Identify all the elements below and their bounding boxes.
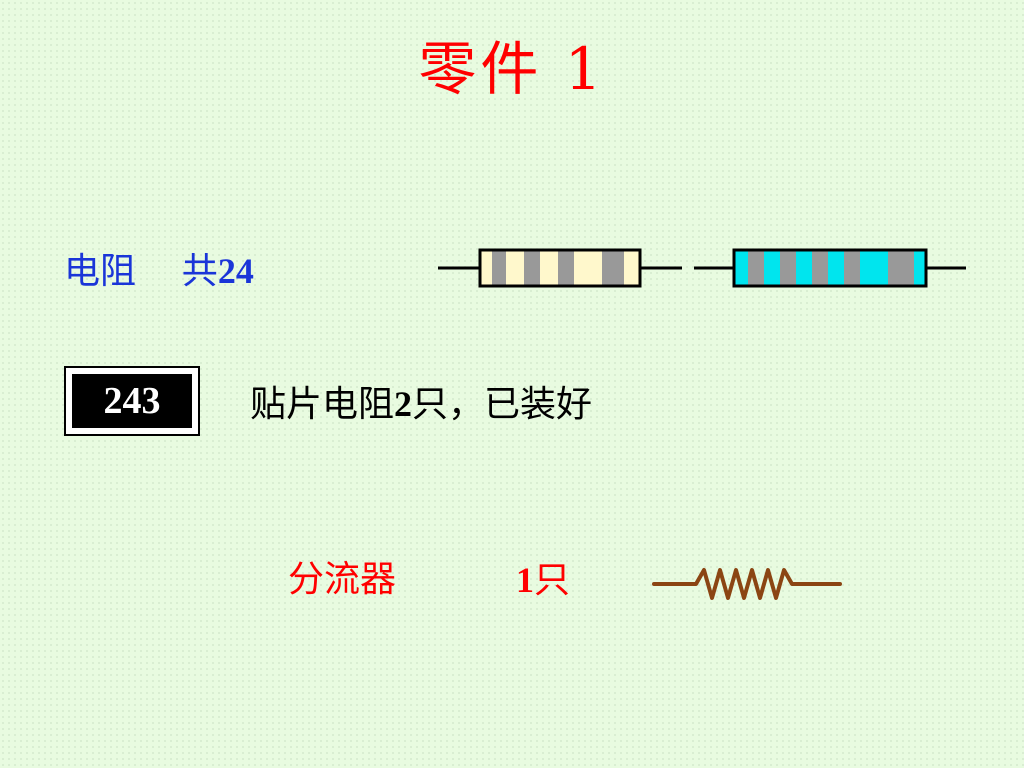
resistor-cyan <box>694 248 966 288</box>
resistor-name: 电阻 <box>64 251 137 292</box>
shunt-label: 分流器 <box>288 559 397 600</box>
resistor-cyan-band-2 <box>780 251 796 285</box>
resistor-count-prefix: 共 <box>181 251 218 292</box>
shunt-qty-unit: 只 <box>534 560 571 601</box>
resistor-beige-band-4 <box>602 251 624 285</box>
smd-text-part1: 贴片电阻 <box>250 384 395 425</box>
resistor-label: 电阻 共24 <box>64 248 254 295</box>
resistor-beige-band-1 <box>492 251 506 285</box>
shunt-quantity: 1只 <box>516 556 570 605</box>
smd-resistor-code: 243 <box>72 374 192 428</box>
page-title: 零件 1 <box>418 35 606 103</box>
resistor-cyan-band-4 <box>844 251 860 285</box>
resistor-cyan-band-1 <box>748 251 764 285</box>
resistor-beige <box>438 248 682 288</box>
resistor-beige-band-2 <box>524 251 540 285</box>
resistor-cyan-band-5 <box>888 251 914 285</box>
resistor-cyan-band-3 <box>812 251 828 285</box>
shunt-qty-num: 1 <box>516 560 534 600</box>
smd-resistor-text: 贴片电阻2只，已装好 <box>250 380 592 429</box>
resistor-count: 24 <box>217 251 254 291</box>
smd-resistor-image: 243 <box>64 366 200 436</box>
smd-text-part2: 只，已装好 <box>412 384 593 425</box>
shunt-coil <box>652 568 842 600</box>
shunt-image <box>652 568 842 600</box>
resistor-beige-band-3 <box>558 251 574 285</box>
resistor-images <box>438 248 966 288</box>
smd-text-num: 2 <box>394 384 413 424</box>
